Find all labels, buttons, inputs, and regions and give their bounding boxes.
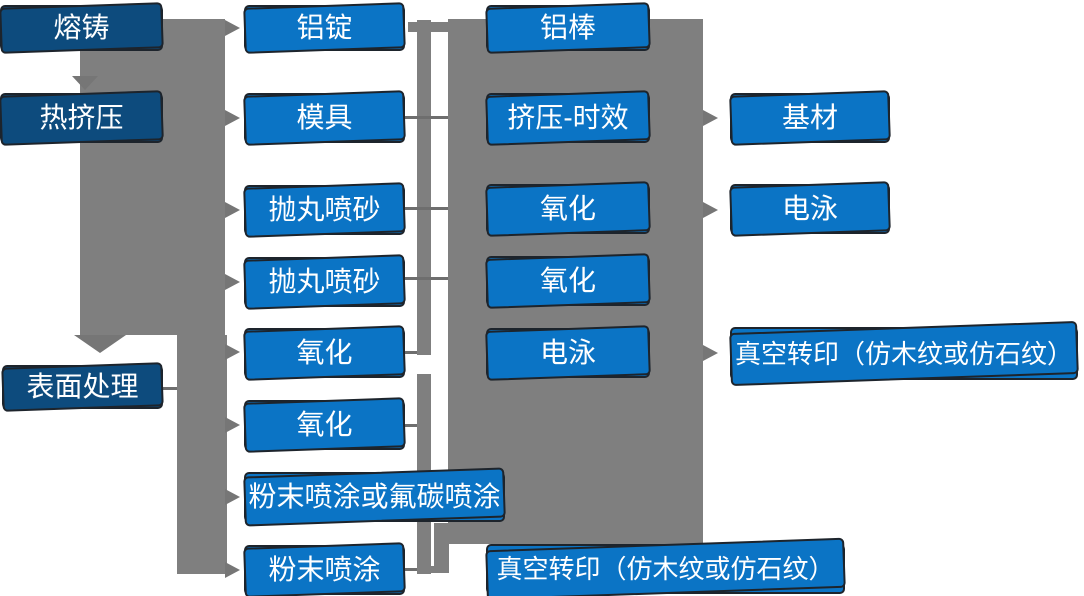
node-shot-blasting-1: 抛丸喷砂	[244, 185, 405, 235]
flow-joint-top	[408, 22, 448, 32]
node-electrophoresis-2: 电泳	[730, 184, 890, 234]
node-oxidation-1: 氧化	[244, 328, 405, 378]
node-base-material: 基材	[730, 93, 890, 143]
flow-band-left-main	[80, 19, 225, 335]
node-extrusion-aging: 挤压-时效	[486, 93, 650, 143]
flow-bar-mid-upper	[417, 20, 431, 355]
arrowhead-right-icon	[225, 489, 240, 505]
arrowhead-down-icon	[74, 335, 126, 353]
node-oxidation-3: 氧化	[486, 184, 650, 234]
node-vacuum-transfer-print-2: 真空转印（仿木纹或仿石纹）	[486, 544, 845, 594]
arrowhead-right-icon	[703, 345, 718, 361]
arrowhead-right-icon	[703, 202, 718, 218]
line-oxidation-1-row	[405, 351, 417, 354]
node-surface-treatment: 表面处理	[2, 365, 163, 409]
node-shot-blasting-2: 抛丸喷砂	[244, 257, 405, 307]
line-surface-treatment-row	[163, 387, 177, 390]
node-hot-extrusion: 热挤压	[0, 93, 163, 143]
line-shot-blasting-1-row	[405, 207, 448, 210]
arrowhead-right-icon	[225, 562, 240, 578]
node-powder-or-fluorocarbon-coating: 粉末喷涂或氟碳喷涂	[244, 472, 505, 522]
arrowhead-right-icon	[225, 417, 240, 433]
node-oxidation-2: 氧化	[244, 400, 405, 450]
node-aluminum-ingot: 铝锭	[244, 5, 405, 51]
line-oxidation-2-row	[405, 424, 417, 427]
flow-joint-bottom	[417, 566, 449, 573]
line-shot-blasting-2-row	[405, 277, 448, 280]
node-powder-coating: 粉末喷涂	[244, 545, 405, 595]
node-aluminum-rod: 铝棒	[486, 5, 650, 51]
node-melting-casting: 熔铸	[0, 5, 163, 51]
arrowhead-right-icon	[225, 20, 240, 36]
flow-strip-bottom	[434, 523, 449, 573]
arrowhead-right-icon	[225, 274, 240, 290]
node-electrophoresis-1: 电泳	[486, 328, 650, 378]
arrowhead-right-icon	[225, 110, 240, 126]
arrowhead-right-icon	[703, 110, 718, 126]
arrowhead-down-icon	[72, 76, 98, 90]
line-powder-coating-row	[405, 568, 417, 571]
flow-band-left-lower	[177, 335, 227, 574]
node-vacuum-transfer-print-1: 真空转印（仿木纹或仿石纹）	[730, 327, 1078, 380]
node-oxidation-4: 氧化	[486, 256, 650, 306]
node-mold: 模具	[244, 93, 405, 143]
arrowhead-right-icon	[225, 344, 240, 360]
arrowhead-right-icon	[225, 202, 240, 218]
line-mold-row	[405, 116, 448, 119]
